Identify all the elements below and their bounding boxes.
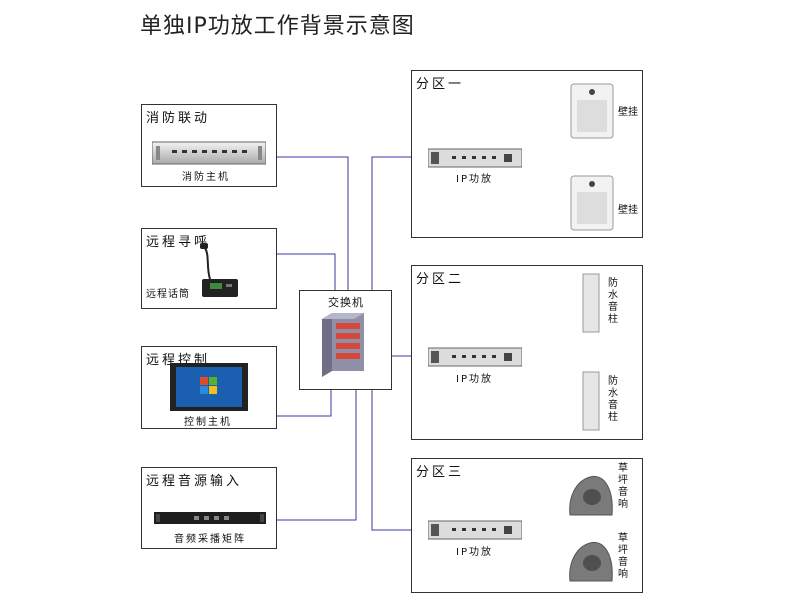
- zone-3-label: 分区三: [416, 465, 465, 480]
- page-title: 单独IP功放工作背景示意图: [140, 14, 415, 39]
- remote-control-box: 远程控制 控制主机: [141, 346, 277, 429]
- lawn-speaker-1-label: 草坪音响: [618, 463, 628, 510]
- column-speaker-2-icon: [582, 371, 600, 431]
- line-control-switch: [276, 390, 332, 417]
- control-host-monitor-icon: [170, 363, 248, 411]
- wall-speaker-2-icon: [570, 175, 614, 231]
- remote-audio-input-label: 远程音源输入: [146, 474, 243, 489]
- lawn-speaker-2-icon: [569, 541, 613, 582]
- server-rack-icon: [322, 313, 364, 377]
- column-speaker-1-icon: [582, 273, 600, 333]
- fire-linkage-label: 消防联动: [146, 111, 211, 126]
- audio-matrix-device-icon: [154, 512, 266, 524]
- line-paging-switch: [276, 253, 336, 290]
- zone-3-box: 分区三 IP功放 草坪音响 草坪音响: [411, 458, 643, 593]
- wall-speaker-1-icon: [570, 83, 614, 139]
- network-switch-box: 交换机: [299, 290, 392, 390]
- audio-matrix-caption: 音频采播矩阵: [174, 534, 246, 545]
- ip-amp-2-icon: [428, 347, 522, 367]
- wall-speaker-2-label: 壁挂: [618, 205, 638, 216]
- zone-2-label: 分区二: [416, 272, 465, 287]
- zone-1-label: 分区一: [416, 77, 465, 92]
- line-switch-zone3: [371, 390, 427, 531]
- line-audio-switch: [276, 390, 357, 521]
- ip-amp-1-caption: IP功放: [456, 174, 493, 185]
- fire-linkage-box: 消防联动 消防主机: [141, 104, 277, 187]
- ip-amp-1-icon: [428, 148, 522, 168]
- ip-amp-3-icon: [428, 520, 522, 540]
- lawn-speaker-2-label: 草坪音响: [618, 533, 628, 580]
- ip-amp-2-caption: IP功放: [456, 374, 493, 385]
- zone-1-box: 分区一 IP功放 壁挂 壁挂: [411, 70, 643, 238]
- fire-host-device-icon: [152, 141, 266, 165]
- microphone-icon: [200, 243, 238, 297]
- line-fire-switch: [276, 156, 349, 290]
- remote-audio-input-box: 远程音源输入 音频采播矩阵: [141, 467, 277, 549]
- column-speaker-2-label: 防水音柱: [608, 376, 618, 423]
- switch-label: 交换机: [328, 296, 364, 309]
- remote-paging-label: 远程寻呼: [146, 235, 211, 250]
- lawn-speaker-1-icon: [569, 475, 613, 516]
- ip-amp-3-caption: IP功放: [456, 547, 493, 558]
- zone-2-box: 分区二 IP功放 防水音柱 防水音柱: [411, 265, 643, 440]
- line-switch-zone1: [371, 156, 427, 290]
- remote-paging-box: 远程寻呼 远程话筒: [141, 228, 277, 309]
- wall-speaker-1-label: 壁挂: [618, 107, 638, 118]
- fire-host-caption: 消防主机: [182, 172, 230, 183]
- column-speaker-1-label: 防水音柱: [608, 278, 618, 325]
- control-host-caption: 控制主机: [184, 417, 232, 428]
- remote-mic-caption: 远程话筒: [146, 289, 190, 300]
